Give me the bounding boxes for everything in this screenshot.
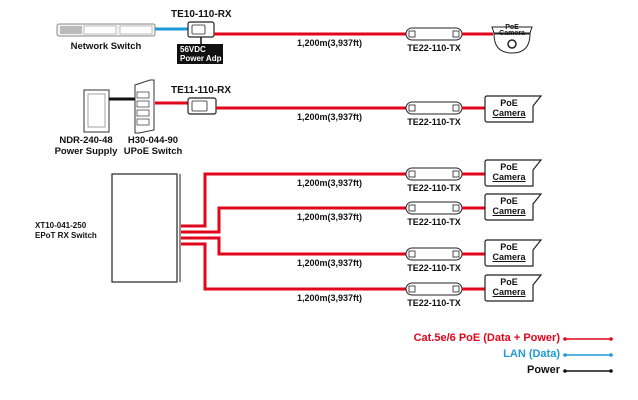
network-switch [56,23,156,37]
power-adapter [177,44,223,64]
camera-label-line1: PoE [500,277,518,287]
distance-label-row2: 1,200m(3,937ft) [297,112,363,122]
box-camera-label-row2: PoE Camera [487,98,531,118]
power-supply-device [83,89,110,133]
tx-device-row2 [405,101,463,115]
tx-label-branch-3: TE22-110-TX [407,263,461,273]
power-adapter-name: Power Adp [180,54,222,63]
camera-label-line2: Camera [499,30,525,37]
distance-label-branch-4: 1,200m(3,937ft) [297,293,363,303]
box-camera-branch-4 [484,274,543,302]
camera-label-line2: Camera [492,252,526,262]
camera-label-line2: Camera [492,287,526,297]
poe-cable-branch-3 [181,236,407,256]
upoe-switch-label: H30-044-90 UPoE Switch [118,135,188,157]
tx-device-branch-4 [405,282,463,296]
legend-poe-label: Cat.5e/6 PoE (Data + Power) [413,332,560,344]
epot-switch-model: XT10-041-250 [35,221,87,230]
rx-device-te11 [187,97,217,115]
tx-label-row1: TE22-110-TX [407,43,461,53]
box-camera-row2 [484,95,543,123]
epot-branch-cables [181,159,543,302]
tx-device-branch-1 [405,167,463,181]
camera-label-line1: PoE [500,98,518,108]
camera-label-line2: Camera [492,108,526,118]
power-supply-label: NDR-240-48 Power Supply [50,135,122,157]
camera-label-line1: PoE [505,24,519,31]
upoe-switch-model: H30-044-90 [127,135,179,146]
epot-switch-name: EPoT RX Switch [35,231,97,240]
poe-cable-branch-4 [181,242,407,291]
epot-switch-device [111,173,181,283]
upoe-switch-name: UPoE Switch [123,146,183,157]
distance-label-branch-2: 1,200m(3,937ft) [297,212,363,222]
tx-label-branch-1: TE22-110-TX [407,183,461,193]
tx-device-branch-2 [405,201,463,215]
camera-label-line2: Camera [492,172,526,182]
tx-label-branch-2: TE22-110-TX [407,217,461,227]
power-supply-name: Power Supply [54,146,118,157]
camera-label-line2: Camera [492,206,526,216]
box-camera-branch-3 [484,239,543,267]
camera-label-line1: PoE [500,196,518,206]
power-adapter-voltage: 56VDC [180,45,206,54]
rx-label-row1: TE10-110-RX [171,9,232,20]
box-camera-branch-2 [484,193,543,221]
rx-device-te10 [187,21,215,38]
epot-switch-label: XT10-041-250 EPoT RX Switch [35,221,97,241]
legend-power-label: Power [526,364,560,376]
legend-lan-label: LAN (Data) [503,348,560,360]
network-switch-label: Network Switch [70,41,142,52]
poe-cable-branch-2 [181,206,407,234]
distance-label-row1: 1,200m(3,937ft) [297,38,363,48]
rx-label-row2: TE11-110-RX [171,85,232,96]
power-adapter-label: 56VDC Power Adp [180,45,221,63]
tx-label-branch-4: TE22-110-TX [407,298,461,308]
camera-label-line1: PoE [500,162,518,172]
tx-device-row1 [405,27,463,41]
upoe-switch-device [134,79,155,134]
dome-camera-label: PoE Camera [494,24,530,37]
tx-label-row2: TE22-110-TX [407,117,461,127]
dome-camera [491,26,533,54]
power-supply-model: NDR-240-48 [59,135,113,146]
distance-label-branch-1: 1,200m(3,937ft) [297,178,363,188]
tx-device-branch-3 [405,247,463,261]
box-camera-branch-1 [484,159,543,187]
poe-cable-branch-1 [181,172,407,228]
distance-label-branch-3: 1,200m(3,937ft) [297,258,363,268]
camera-label-line1: PoE [500,242,518,252]
